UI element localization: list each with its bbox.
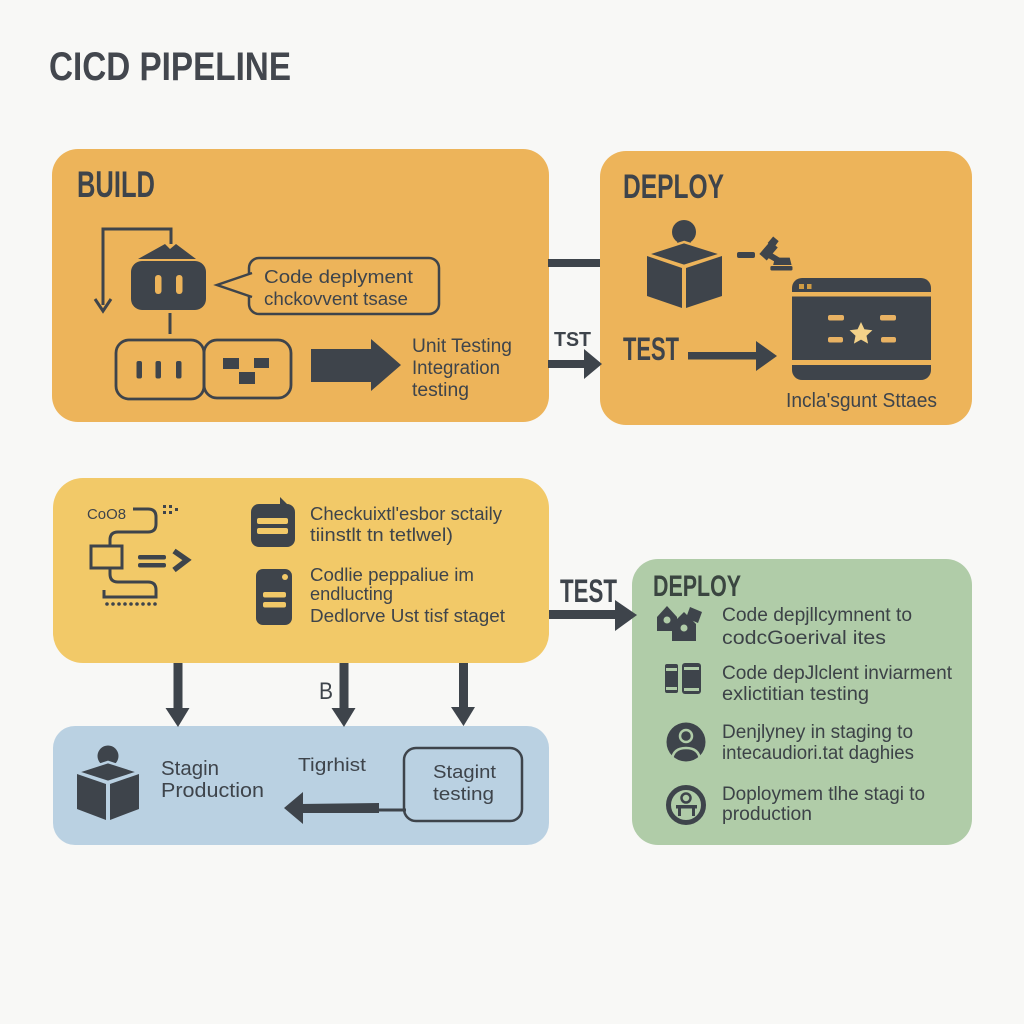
svg-text:codcGoerival ites: codcGoerival ites: [722, 628, 886, 649]
svg-text:Doploymem tlhe stagi to: Doploymem tlhe stagi to: [722, 784, 925, 805]
svg-text:DEPLOY: DEPLOY: [653, 570, 741, 603]
svg-text:CICD PIPELINE: CICD PIPELINE: [49, 45, 291, 89]
svg-text:intecaudiori.tat daghies: intecaudiori.tat daghies: [722, 743, 914, 764]
svg-text:Code depJlclent inviarment: Code depJlclent inviarment: [722, 663, 953, 684]
svg-text:TEST: TEST: [560, 573, 617, 609]
svg-text:Integration: Integration: [412, 358, 500, 379]
svg-text:CoO8: CoO8: [87, 506, 126, 523]
svg-text:testing: testing: [412, 380, 469, 401]
svg-text:exlictitian testing: exlictitian testing: [722, 684, 869, 705]
svg-text:Codlie peppaliue im: Codlie peppaliue im: [310, 564, 474, 585]
svg-text:DEPLOY: DEPLOY: [623, 168, 724, 206]
svg-text:Denjlyney in staging to: Denjlyney in staging to: [722, 722, 913, 743]
svg-text:TEST: TEST: [623, 331, 679, 367]
svg-text:production: production: [722, 804, 812, 825]
svg-text:BUILD: BUILD: [77, 164, 155, 205]
svg-text:Dedlorve Ust tisf staget: Dedlorve Ust tisf staget: [310, 605, 505, 626]
svg-text:chckovvent tsase: chckovvent tsase: [264, 288, 408, 309]
svg-text:TST: TST: [554, 329, 591, 351]
svg-text:testing: testing: [433, 783, 494, 804]
svg-text:Checkuixtl'esbor sctaily: Checkuixtl'esbor sctaily: [310, 503, 503, 524]
svg-text:Stagint: Stagint: [433, 761, 496, 782]
svg-text:Incla'sgunt Sttaes: Incla'sgunt Sttaes: [786, 390, 937, 412]
svg-text:Code depjllcymnent to: Code depjllcymnent to: [722, 605, 912, 626]
svg-text:Stagin: Stagin: [161, 758, 219, 780]
svg-text:endlucting: endlucting: [310, 583, 393, 604]
svg-text:tiinstlt tn tetlwel): tiinstlt tn tetlwel): [310, 524, 453, 545]
svg-text:Production: Production: [161, 780, 264, 802]
svg-text:Code deplyment: Code deplyment: [264, 266, 413, 287]
svg-text:Unit Testing: Unit Testing: [412, 336, 512, 357]
svg-text:B: B: [319, 678, 333, 705]
svg-text:Tigrhist: Tigrhist: [298, 754, 366, 775]
